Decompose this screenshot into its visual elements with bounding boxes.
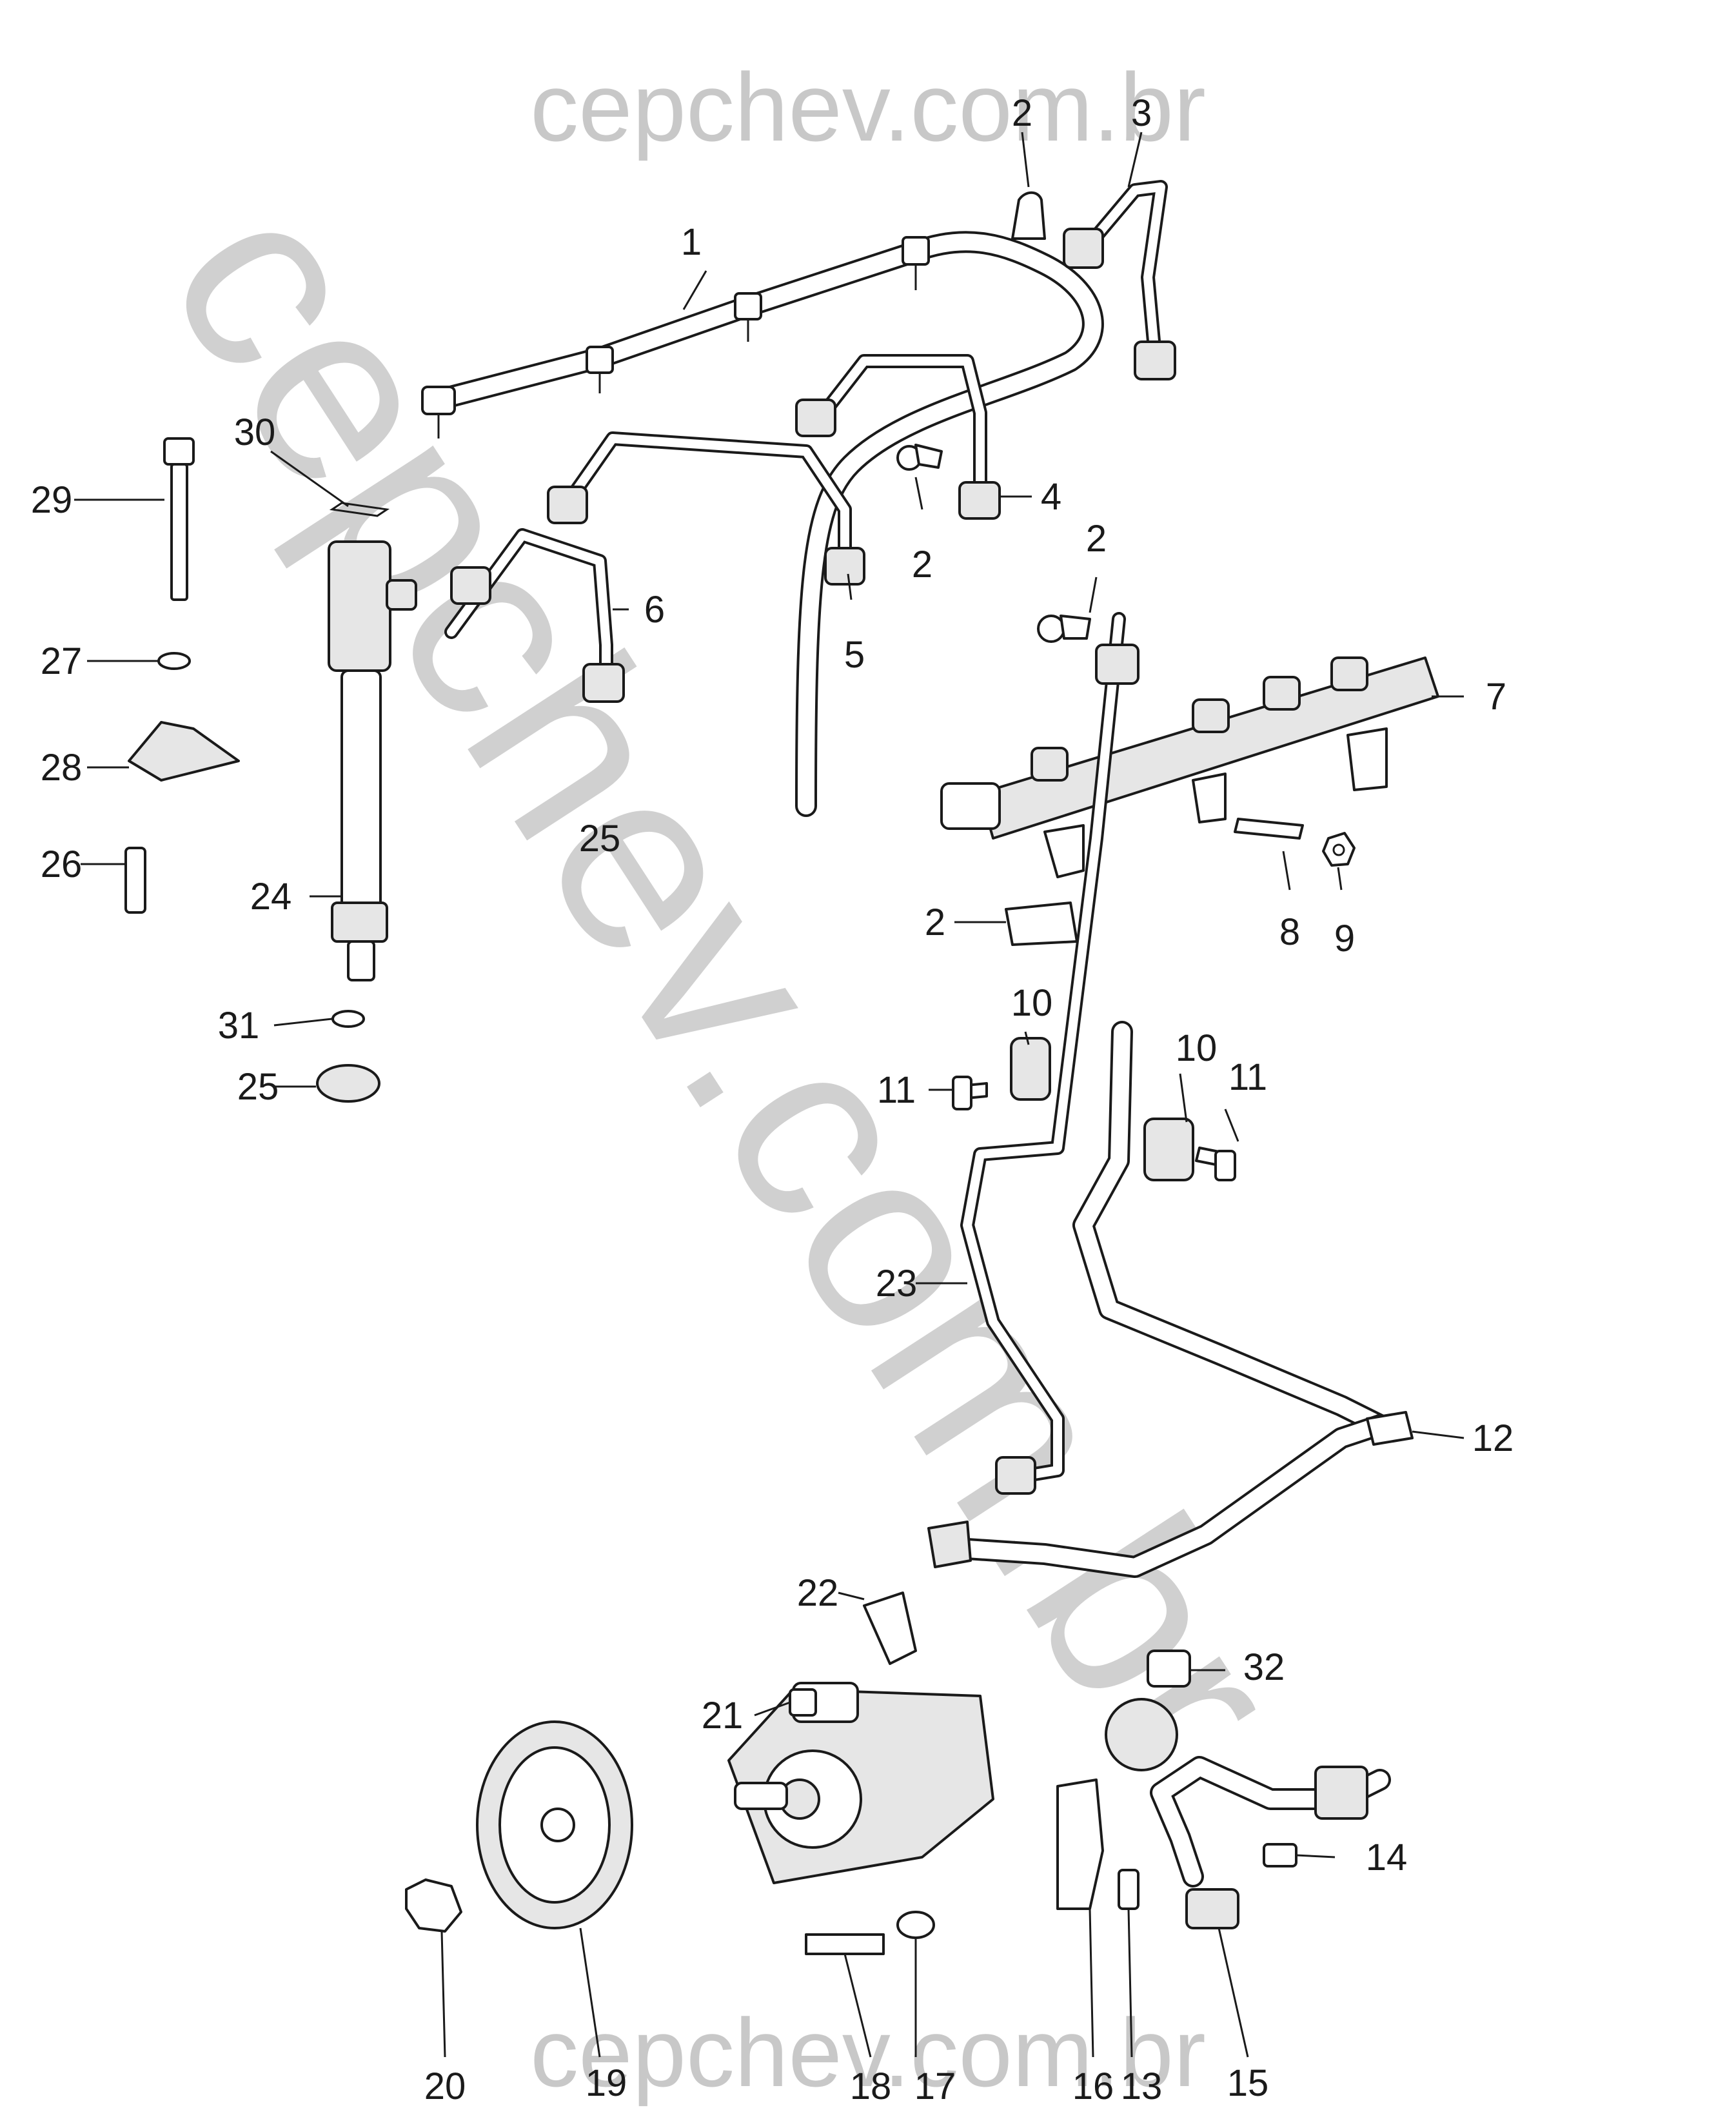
callout-labels: 1 2 3 2 4 2 5 6 7 8 9 2 10 11 10 11 12 2… (31, 92, 1514, 2107)
injector-bolt (163, 437, 195, 601)
bracket-right (1143, 1118, 1194, 1181)
sensor-bolt-14 (1263, 1843, 1297, 1867)
callout-2-middle: 2 (912, 544, 932, 586)
callout-2-top: 2 (1012, 92, 1032, 134)
callout-29: 29 (31, 479, 73, 521)
callout-28: 28 (41, 747, 83, 789)
leader-lines (74, 132, 1465, 2058)
callout-22: 22 (797, 1572, 839, 1614)
feed-pipe (960, 612, 1139, 1495)
bolt-left (952, 1076, 988, 1110)
callout-18: 18 (850, 2065, 892, 2107)
washer-17 (896, 1911, 935, 1939)
callout-4: 4 (1041, 476, 1061, 518)
clip-lower (1005, 901, 1078, 946)
high-pressure-pipe-4 (795, 354, 1001, 520)
bolt-right (1195, 1147, 1236, 1181)
bolt-13 (1118, 1869, 1139, 1910)
callout-14: 14 (1366, 1837, 1408, 1878)
callout-25-lower: 25 (237, 1066, 279, 1108)
injector (328, 540, 417, 981)
callout-19: 19 (586, 2062, 627, 2104)
dowel-26 (124, 847, 146, 914)
dowel-18 (805, 1933, 885, 1955)
callout-30: 30 (234, 411, 276, 453)
retaining-clip (329, 502, 390, 517)
watermark-top: cepchev.com.br (530, 53, 1206, 161)
callout-5: 5 (844, 634, 865, 676)
sprocket-nut (405, 1878, 462, 1933)
callout-15: 15 (1227, 2062, 1269, 2104)
clip-rail (1037, 615, 1091, 643)
callout-11-left: 11 (877, 1069, 916, 1111)
high-pressure-pipe-5 (547, 431, 865, 586)
sensor-harness-15 (1150, 1756, 1391, 1929)
callout-20: 20 (424, 2065, 466, 2107)
callout-12: 12 (1472, 1417, 1514, 1459)
callout-16: 16 (1072, 2065, 1114, 2107)
callout-2-lower: 2 (925, 901, 945, 943)
callout-10-left: 10 (1011, 982, 1053, 1024)
nut (1322, 832, 1356, 867)
fitting-21 (789, 1688, 817, 1717)
clamp-22 (863, 1591, 917, 1665)
return-hose (927, 1021, 1414, 1578)
callout-9: 9 (1334, 918, 1355, 960)
sensor-32 (1105, 1650, 1191, 1771)
seal-25 (316, 1064, 380, 1103)
callout-3: 3 (1131, 92, 1152, 134)
callout-24: 24 (250, 876, 292, 918)
stud-bolt (1234, 818, 1304, 840)
bracket-16 (1056, 1778, 1104, 1910)
leak-off-line (421, 231, 1104, 817)
callout-6: 6 (644, 589, 665, 631)
callout-17: 17 (914, 2065, 956, 2107)
callout-21: 21 (702, 1695, 744, 1737)
washer-31 (331, 1010, 365, 1028)
clip-middle (896, 444, 943, 471)
callout-1: 1 (681, 221, 702, 263)
fuel-pump (727, 1682, 994, 1884)
callout-32: 32 (1243, 1646, 1285, 1688)
return-line-top-right (1063, 180, 1176, 380)
callout-25-upper: 25 (579, 818, 621, 860)
callout-7: 7 (1486, 676, 1506, 718)
callout-11-right: 11 (1228, 1056, 1267, 1098)
callout-13: 13 (1121, 2065, 1163, 2107)
callout-23: 23 (876, 1263, 918, 1305)
callout-2-rail: 2 (1086, 518, 1107, 560)
callout-31: 31 (218, 1005, 260, 1047)
callout-26: 26 (41, 843, 83, 885)
washer-27 (157, 652, 191, 670)
callout-10-right: 10 (1176, 1027, 1218, 1069)
clamp-28 (128, 721, 240, 782)
high-pressure-pipe-6 (444, 528, 625, 703)
callout-27: 27 (41, 640, 83, 682)
bracket-left (1010, 1037, 1051, 1101)
callout-8: 8 (1279, 911, 1300, 953)
fuel-rail (940, 656, 1439, 878)
pump-sprocket (476, 1720, 633, 1929)
clip-top (1011, 191, 1046, 240)
